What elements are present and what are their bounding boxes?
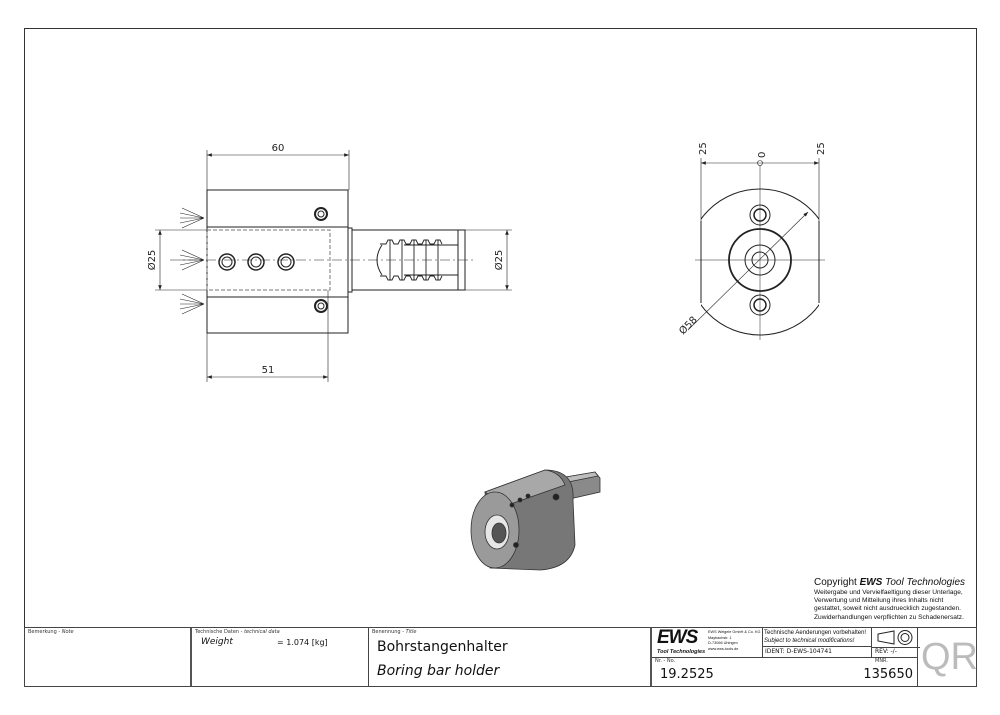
end-view — [687, 158, 825, 340]
dim-right-diameter: Ø25 — [493, 250, 505, 271]
company-address: EWS Weigele GmbH & Co. KG Maybachstr. 1 … — [708, 630, 760, 652]
mounting-screw — [314, 299, 328, 313]
dim-left-diameter: Ø25 — [146, 250, 158, 271]
ident: IDENT: D-EWS-104741 — [762, 647, 872, 657]
revision: REV: -/- — [875, 648, 897, 655]
copyright-brand: EWS — [859, 577, 883, 588]
projection-symbol — [872, 628, 920, 648]
divider — [652, 657, 918, 658]
qr-placeholder: QR — [921, 636, 978, 678]
dim-end-left: 25 — [698, 142, 709, 155]
technical-data-cell: Technische Daten - technical data Weight… — [190, 627, 369, 687]
title-cell: Benennung - Title Bohrstangenhalter Bori… — [368, 627, 651, 687]
company-line: www.ews-tools.de — [708, 646, 739, 651]
notice-german: Technische Aenderungen vorbehalten! — [764, 630, 867, 636]
set-screw — [277, 253, 295, 271]
note-cell: Bemerkung - Note — [24, 627, 191, 687]
copyright-line: Weitergabe und Vervielfaeltigung dieser … — [814, 589, 963, 596]
note-label-en: Note — [61, 629, 74, 635]
notice: Technische Aenderungen vorbehalten! Subj… — [762, 628, 872, 647]
company-line: EWS Weigele GmbH & Co. KG — [708, 630, 761, 634]
title-german: Bohrstangenhalter — [377, 639, 508, 655]
company-line: D-73066 Uhingen — [708, 641, 738, 645]
mounting-screw — [314, 207, 328, 221]
copyright-line: Verwertung und Mitteilung ihres Inhalts … — [814, 597, 944, 605]
set-screw — [218, 253, 236, 271]
copyright-suffix: Tool Technologies — [882, 577, 966, 588]
title-label: Benennung - — [372, 629, 406, 635]
note-label: Bemerkung - — [28, 629, 62, 635]
tech-label-en: technical data — [244, 629, 280, 635]
tech-label: Technische Daten - — [195, 629, 245, 635]
mnr-value: 135650 — [863, 667, 913, 682]
copyright-line: gestattet, soweit nicht ausdruecklich zu… — [814, 605, 961, 613]
ews-logo-sub: Tool Technologies — [657, 649, 706, 655]
company-cell: EWS Tool Technologies EWS Weigele GmbH &… — [650, 627, 920, 687]
dim-end-diameter: Ø58 — [677, 314, 700, 337]
copyright-prefix: Copyright — [814, 577, 860, 588]
ews-logo-area: EWS Tool Technologies EWS Weigele GmbH &… — [652, 628, 763, 657]
dim-51: 51 — [262, 365, 275, 376]
set-screw — [247, 253, 265, 271]
title-english: Boring bar holder — [377, 663, 500, 679]
coolant-spray-symbols — [179, 207, 205, 315]
weight-value: = 1.074 [kg] — [277, 638, 328, 647]
copyright-line: Zuwiderhandlungen verpflichten zu Schade… — [814, 613, 964, 621]
first-angle-projection-icon — [877, 630, 913, 645]
dim-60: 60 — [272, 143, 285, 154]
weight-label: Weight — [201, 637, 233, 647]
notice-english: Subject to technical modifications! — [764, 638, 855, 644]
number-label: Nr. - No. — [655, 658, 676, 664]
number-value: 19.2525 — [660, 667, 714, 682]
front-view — [155, 150, 512, 382]
qr-cell: QR — [917, 627, 978, 687]
company-line: Maybachstr. 1 — [708, 635, 732, 640]
mnr-label: MNR. — [875, 658, 888, 664]
copyright-notice: Copyright EWS Tool Technologies Weiterga… — [814, 577, 965, 622]
title-label-en: Title — [405, 629, 417, 635]
ews-logo: EWS — [657, 627, 698, 648]
dim-end-right: 25 — [816, 142, 827, 155]
isometric-view — [470, 469, 601, 571]
dim-end-center: 0 — [757, 152, 768, 158]
